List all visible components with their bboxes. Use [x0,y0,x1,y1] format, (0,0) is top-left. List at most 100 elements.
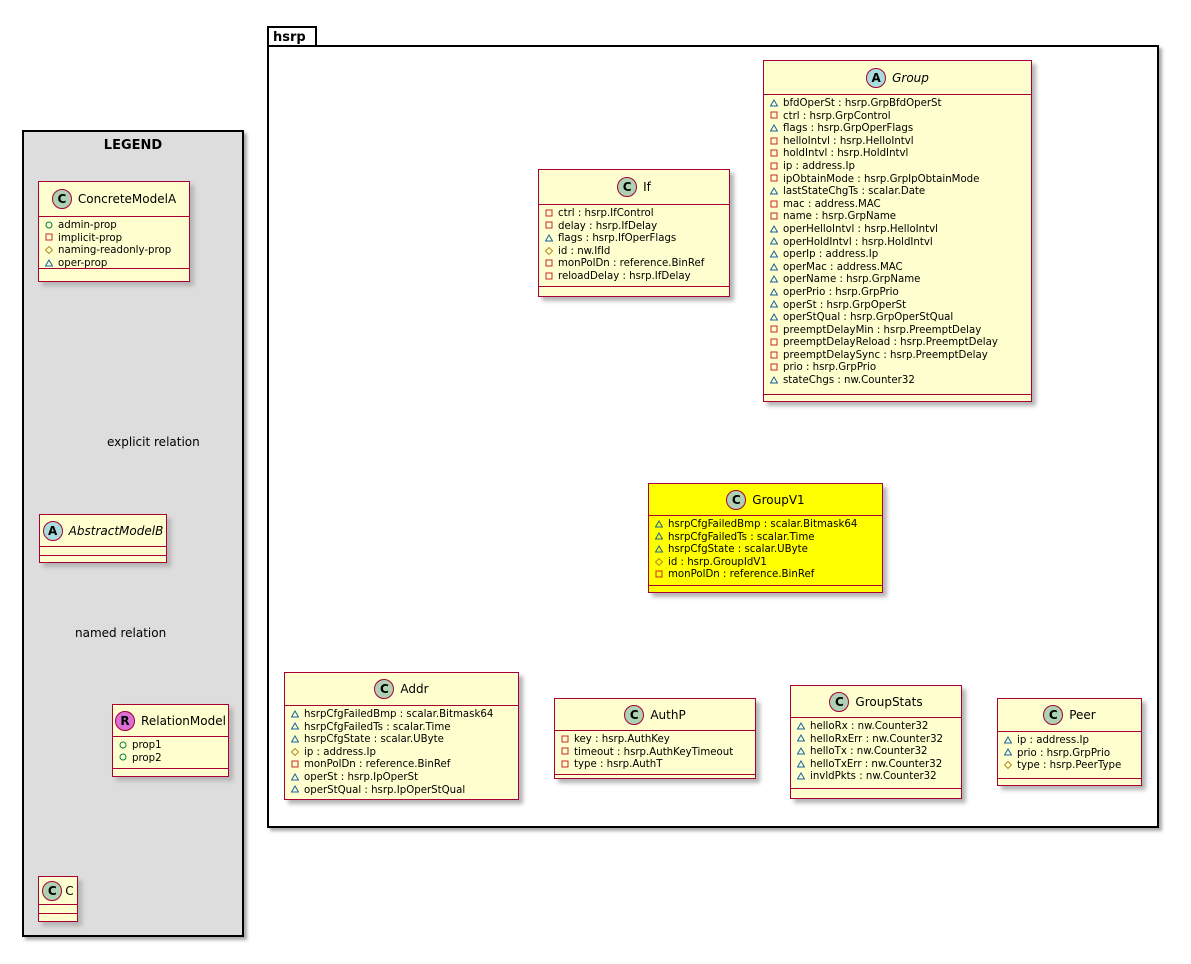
class-field: ipObtainMode : hsrp.GrpIpObtainMode [770,174,1031,187]
protected-visibility-icon [290,747,300,759]
package-visibility-icon [796,721,806,733]
class-field: prio : hsrp.GrpPrio [1003,747,1141,761]
class-field-text: operIp : address.Ip [783,249,879,261]
class-field: flags : hsrp.GrpOperFlags [769,123,1031,136]
class-field: type : hsrp.PeerType [1003,760,1141,773]
class-field-text: operHelloIntvl : hsrp.HelloIntvl [783,223,938,235]
class-name: GroupStats [855,694,923,709]
class-field: hsrpCfgFailedTs : scalar.Time [290,721,518,735]
class-name: Peer [1069,708,1096,722]
class-field-text: name : hsrp.GrpName [783,211,897,223]
class-field: oper-prop [44,258,189,271]
class-field: hsrpCfgState : scalar.UByte [654,544,882,557]
class-c[interactable]: C C [38,876,78,922]
private-visibility-icon [545,221,553,232]
class-field-text: ctrl : hsrp.GrpControl [783,110,891,122]
class-field: operHoldIntvl : hsrp.HoldIntvl [769,236,1031,250]
class-field: hsrpCfgFailedTs : scalar.Time [654,531,882,545]
private-visibility-icon [770,363,778,374]
class-field: monPolDn : reference.BinRef [291,759,518,772]
private-visibility-icon [770,137,778,148]
private-visibility-icon [770,351,778,362]
private-visibility-icon [770,338,778,349]
private-visibility-icon [291,760,299,771]
package-visibility-icon [1003,735,1013,747]
class-field-text: delay : hsrp.IfDelay [558,220,658,232]
class-stereotype-icon: C [51,189,72,209]
class-field-text: preemptDelayReload : hsrp.PreemptDelay [783,337,998,349]
class-stereotype-icon: C [829,691,850,712]
class-field-text: monPolDn : reference.BinRef [558,258,705,270]
class-field: mac : address.MAC [770,199,1031,212]
protected-visibility-icon [544,246,554,258]
private-visibility-icon [770,174,778,185]
package-tab: hsrp [267,26,317,46]
class-field: lastStateChgTs : scalar.Date [769,186,1031,199]
package-visibility-icon [769,262,779,274]
class-field-text: invldPkts : nw.Counter32 [810,771,937,783]
class-field-text: hsrpCfgFailedTs : scalar.Time [668,531,815,543]
package-visibility-icon [769,312,779,324]
class-field: hsrpCfgState : scalar.UByte [290,734,518,747]
class-field: monPolDn : reference.BinRef [655,569,882,582]
package-visibility-icon [796,746,806,758]
package-visibility-icon [796,734,806,745]
class-field-text: ip : address.Ip [304,746,376,758]
public-visibility-icon [119,753,127,764]
class-field-text: preemptDelayMin : hsrp.PreemptDelay [783,324,982,336]
class-stereotype-icon: C [726,489,747,510]
named-relation-label: named relation [75,626,167,640]
package-visibility-icon [769,186,779,198]
class-field-text: operSt : hsrp.IpOperSt [304,771,419,783]
class-field: ip : address.Ip [290,746,518,760]
private-visibility-icon [770,149,778,160]
class-abstract-model-b[interactable]: A AbstractModelB [39,514,167,563]
private-visibility-icon [561,760,569,771]
class-field-text: operHoldIntvl : hsrp.HoldIntvl [783,236,933,248]
class-addr[interactable]: C Addr hsrpCfgFailedBmp : scalar.Bitmask… [284,672,519,800]
class-field-text: monPolDn : reference.BinRef [668,569,815,581]
class-name: ConcreteModelA [77,192,177,206]
class-field-text: operStQual : hsrp.GrpOperStQual [783,312,954,324]
package-visibility-icon [290,772,300,784]
protected-visibility-icon [1003,760,1013,772]
class-field-text: hsrpCfgFailedTs : scalar.Time [304,721,451,733]
class-field-text: ipObtainMode : hsrp.GrpIpObtainMode [783,173,980,185]
class-field-text: bfdOperSt : hsrp.GrpBfdOperSt [783,98,942,109]
package-visibility-icon [796,772,806,783]
class-name: Group [892,70,929,85]
class-field: helloRx : nw.Counter32 [796,721,961,734]
package-visibility-icon [769,275,779,286]
class-field: flags : hsrp.IfOperFlags [544,233,729,246]
class-field-text: flags : hsrp.GrpOperFlags [783,123,914,135]
class-field: operPrio : hsrp.GrpPrio [769,287,1031,300]
class-stereotype-icon: C [624,704,645,725]
package-visibility-icon [290,785,300,796]
package-visibility-icon [1003,748,1013,759]
class-field-text: prio : hsrp.GrpPrio [1017,747,1111,759]
private-visibility-icon [770,162,778,173]
class-field: hsrpCfgFailedBmp : scalar.Bitmask64 [290,709,518,722]
class-field-text: id : hsrp.GroupIdV1 [668,556,767,568]
class-name: AuthP [650,707,686,722]
class-field-text: helloTxErr : nw.Counter32 [810,758,943,770]
class-field: naming-readonly-prop [44,245,189,258]
class-field-text: helloRx : nw.Counter32 [810,721,929,732]
package-visibility-icon [769,287,779,299]
class-groupv1[interactable]: C GroupV1 hsrpCfgFailedBmp : scalar.Bitm… [648,483,883,593]
class-name: Addr [400,682,429,696]
class-name: GroupV1 [752,492,805,507]
class-field-text: timeout : hsrp.AuthKeyTimeout [574,746,734,758]
